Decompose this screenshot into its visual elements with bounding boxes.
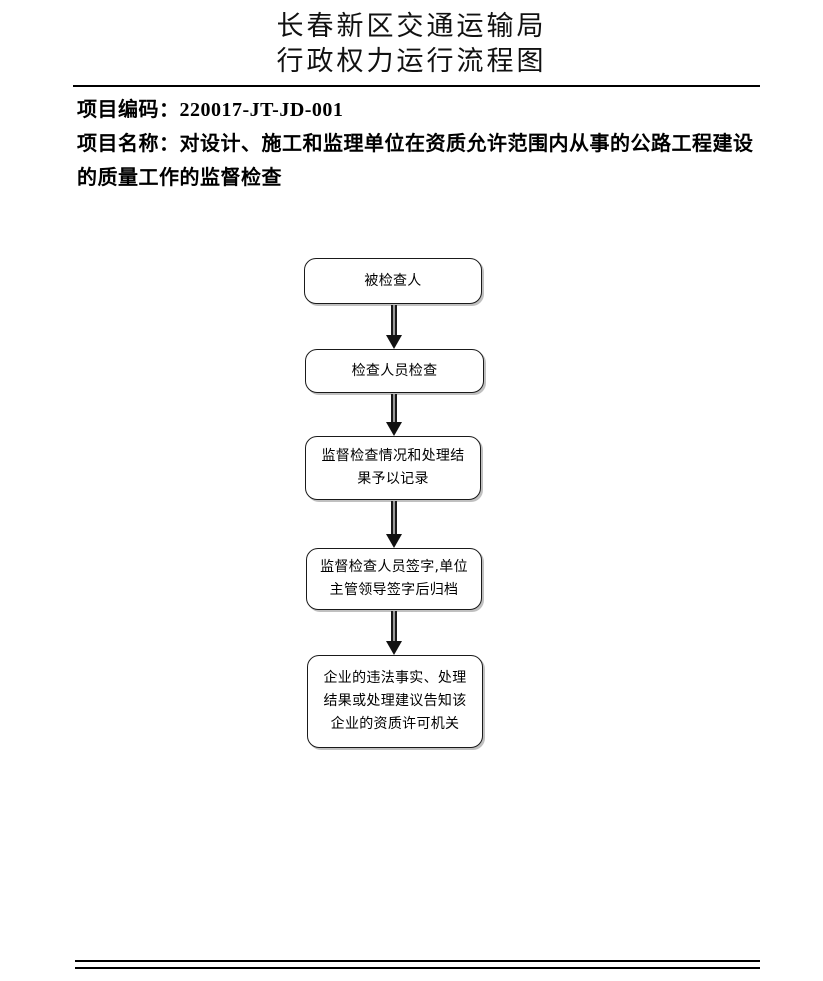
flow-node-1: 被检查人 [304,258,482,304]
arrow-head-icon [386,641,402,655]
project-code-line: 项目编码：220017-JT-JD-001 [77,99,344,121]
arrow-head-icon [386,422,402,436]
flow-node-5-label: 企业的违法事实、处理 结果或处理建议告知该 企业的资质许可机关 [323,670,467,732]
flow-arrow-2 [386,394,402,436]
flow-node-4: 监督检查人员签字,单位 主管领导签字后归档 [306,548,482,610]
document-title-line-2: 行政权力运行流程图 [276,46,547,76]
header-divider-rule [73,85,760,87]
arrow-shaft [391,305,397,335]
flow-arrow-1 [386,305,402,349]
arrow-head-icon [386,335,402,349]
flow-node-4-label: 监督检查人员签字,单位 主管领导签字后归档 [320,559,468,598]
arrow-shaft [391,394,397,422]
flow-node-2: 检查人员检查 [305,349,484,393]
document-title-line-1: 长春新区交通运输局 [276,11,547,41]
footer-divider-rule [75,960,760,969]
arrow-head-icon [386,534,402,548]
arrow-shaft [391,501,397,534]
flow-node-3-label: 监督检查情况和处理结 果予以记录 [321,448,465,487]
document-meta-block: 项目编码：220017-JT-JD-001 项目名称：对设计、施工和监理单位在资… [77,93,767,195]
flow-node-5: 企业的违法事实、处理 结果或处理建议告知该 企业的资质许可机关 [307,655,483,748]
flow-arrow-3 [386,501,402,548]
flow-arrow-4 [386,611,402,655]
flow-node-3: 监督检查情况和处理结 果予以记录 [305,436,481,500]
project-name-line: 项目名称：对设计、施工和监理单位在资质允许范围内从事的公路工程建设的质量工作的监… [77,133,754,189]
flow-node-2-label: 检查人员检查 [351,362,438,379]
flow-node-1-label: 被检查人 [364,272,422,289]
arrow-shaft [391,611,397,641]
